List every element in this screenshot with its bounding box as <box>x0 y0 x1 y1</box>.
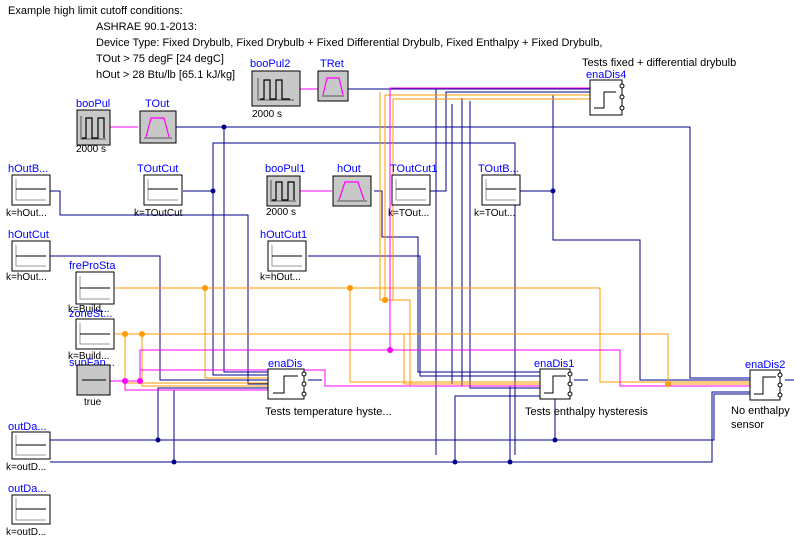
integer-constant-icon <box>79 323 110 345</box>
block-label: TRet <box>320 58 344 70</box>
block-param: 2000 s <box>76 144 106 155</box>
block-label: outDa... <box>8 483 47 495</box>
block-houtcut1[interactable]: hOutCut1 k=hOut... <box>260 229 307 283</box>
hysteresis-icon <box>273 371 307 397</box>
block-param: k=hOut... <box>6 208 47 219</box>
block-caption: Tests enthalpy hysteresis <box>525 406 648 418</box>
integer-signal-wires <box>115 92 750 387</box>
block-caption: Tests temperature hyste... <box>265 406 392 418</box>
constant-icon <box>15 498 46 521</box>
block-tout[interactable]: TOut <box>139 98 177 144</box>
block-label: TOutB... <box>478 163 519 175</box>
constant-icon <box>147 179 178 201</box>
block-toutcut1[interactable]: TOutCut1 k=TOut... <box>388 163 438 219</box>
block-tout-below-cutoff[interactable]: TOutB... k=TOut... <box>474 163 521 219</box>
block-toutcut[interactable]: TOutCut k=TOutCut <box>134 163 183 219</box>
block-label: booPul2 <box>250 58 290 70</box>
block-param: k=Build... <box>68 351 109 362</box>
block-tret[interactable]: TRet <box>317 58 349 102</box>
block-label: zoneSt... <box>69 308 112 320</box>
block-param: k=TOut... <box>388 208 429 219</box>
constant-icon <box>485 179 516 201</box>
note-hout-limit: hOut > 28 Btu/lb [65.1 kJ/kg] <box>96 69 235 81</box>
block-enadis1[interactable]: enaDis1 Tests enthalpy hysteresis <box>525 358 648 418</box>
note-standard: ASHRAE 90.1-2013: <box>96 21 197 33</box>
block-enadis2[interactable]: enaDis2 No enthalpy sensor <box>731 359 790 431</box>
hysteresis-icon <box>594 83 625 111</box>
block-outdamposmax[interactable]: outDa... k=outD... <box>6 421 51 473</box>
boolean-signal-wires <box>110 87 750 391</box>
block-param: k=Build... <box>68 304 109 315</box>
block-label: booPul <box>76 98 110 110</box>
block-label: booPul1 <box>265 163 305 175</box>
block-param: 2000 s <box>266 207 296 218</box>
block-label: enaDis2 <box>745 359 785 371</box>
block-label: hOutCut <box>8 229 49 241</box>
block-outdamposmin[interactable]: outDa... k=outD... <box>6 483 51 538</box>
block-label: hOut <box>337 163 361 175</box>
block-label: TOutCut1 <box>390 163 438 175</box>
block-freprosta[interactable]: freProSta k=Build... <box>68 260 116 315</box>
real-signal-wires <box>50 88 794 463</box>
ramp-icon <box>337 181 367 202</box>
connections <box>50 87 794 465</box>
block-label: enaDis4 <box>586 69 626 81</box>
block-hout[interactable]: hOut <box>332 163 372 207</box>
constant-icon <box>15 179 46 201</box>
boolean-pulse-icon <box>270 180 296 202</box>
junctions <box>122 124 671 465</box>
block-param: k=outD... <box>6 527 46 538</box>
integer-constant-icon <box>79 276 110 300</box>
block-label: enaDis <box>268 358 303 370</box>
constant-icon <box>15 435 46 456</box>
note-device-type: Device Type: Fixed Drybulb, Fixed Drybul… <box>96 37 602 49</box>
block-label: enaDis1 <box>534 358 574 370</box>
note-title: Example high limit cutoff conditions: <box>8 5 183 17</box>
block-param: k=TOut... <box>474 208 515 219</box>
block-boopul[interactable]: booPul 2000 s <box>76 98 111 155</box>
annotation-text: Example high limit cutoff conditions: AS… <box>8 5 602 81</box>
block-hout-below-cutoff[interactable]: hOutB... k=hOut... <box>6 163 51 219</box>
constant-icon <box>271 245 302 267</box>
block-caption-line1: No enthalpy <box>731 405 790 417</box>
boolean-pulse-icon <box>257 78 294 101</box>
block-caption: Tests fixed + differential drybulb <box>582 57 736 69</box>
block-zonesta[interactable]: zoneSt... k=Build... <box>68 308 115 362</box>
block-label: hOutB... <box>8 163 48 175</box>
ramp-icon <box>144 117 172 139</box>
ramp-icon <box>322 77 344 97</box>
block-boopul2[interactable]: booPul2 2000 s <box>250 58 301 120</box>
block-param: k=hOut... <box>260 272 301 283</box>
block-houtcut[interactable]: hOutCut k=hOut... <box>6 229 51 283</box>
boolean-pulse-icon <box>80 116 106 140</box>
block-label: TOutCut <box>137 163 178 175</box>
block-enadis4[interactable]: Tests fixed + differential drybulb enaDi… <box>582 57 736 116</box>
block-label: hOutCut1 <box>260 229 307 241</box>
block-supfan[interactable]: supFan... true <box>69 357 115 408</box>
block-param: k=TOutCut <box>134 208 183 219</box>
hysteresis-icon <box>544 371 573 397</box>
constant-icon <box>15 245 46 267</box>
block-boopul1[interactable]: booPul1 2000 s <box>265 163 305 218</box>
block-enadis[interactable]: enaDis Tests temperature hyste... <box>265 358 392 418</box>
block-label: freProSta <box>69 260 116 272</box>
hysteresis-icon <box>754 372 783 398</box>
block-param: true <box>84 397 102 408</box>
block-label: outDa... <box>8 421 47 433</box>
note-tout-limit: TOut > 75 degF [24 degC] <box>96 53 224 65</box>
block-param: 2000 s <box>252 109 282 120</box>
block-caption-line2: sensor <box>731 419 764 431</box>
block-param: k=outD... <box>6 462 46 473</box>
block-param: k=hOut... <box>6 272 47 283</box>
constant-icon <box>395 179 426 201</box>
block-label: TOut <box>145 98 169 110</box>
